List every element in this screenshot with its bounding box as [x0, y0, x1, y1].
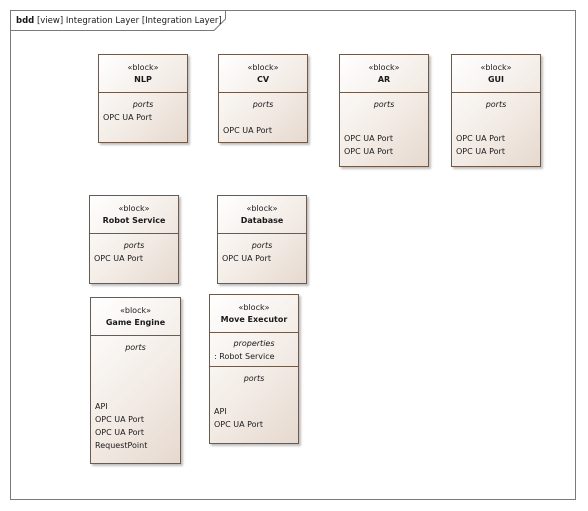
port-item: API: [214, 407, 227, 416]
block-stereotype: «block»: [480, 63, 512, 72]
port-item: OPC UA Port: [456, 147, 505, 156]
block-name: Robot Service: [102, 216, 166, 225]
block-name: CV: [256, 75, 270, 84]
ports-label: ports: [132, 100, 154, 109]
ports-compartment: ports OPC UA Port: [219, 93, 307, 141]
port-item: RequestPoint: [95, 441, 148, 450]
block-stereotype: «block»: [368, 63, 400, 72]
port-item: OPC UA Port: [222, 254, 271, 263]
port-item: OPC UA Port: [344, 147, 393, 156]
port-item: OPC UA Port: [456, 134, 505, 143]
diagram-name: [view] Integration Layer [Integration La…: [34, 16, 222, 26]
property-item: : Robot Service: [214, 352, 275, 361]
block-move-executor[interactable]: «block» Move Executor properties : Robot…: [209, 294, 299, 444]
ports-label: ports: [251, 241, 273, 250]
ports-compartment: ports API OPC UA Port: [210, 367, 298, 435]
ports-compartment: ports OPC UA Port: [99, 93, 187, 128]
diagram-title: bdd [view] Integration Layer [Integratio…: [16, 15, 222, 27]
block-robot-service[interactable]: «block» Robot Service ports OPC UA Port: [89, 195, 179, 284]
port-item: OPC UA Port: [214, 420, 263, 429]
ports-compartment: ports API OPC UA Port OPC UA Port Reques…: [91, 336, 180, 456]
block-name: Game Engine: [105, 318, 166, 327]
block-gui[interactable]: «block» GUI ports OPC UA Port OPC UA Por…: [451, 54, 541, 167]
block-name: Database: [240, 216, 284, 225]
block-name: AR: [377, 75, 391, 84]
block-name: Move Executor: [220, 315, 288, 324]
ports-label: ports: [125, 343, 146, 352]
ports-label: ports: [252, 100, 274, 109]
port-item: OPC UA Port: [103, 113, 152, 122]
block-cv[interactable]: «block» CV ports OPC UA Port: [218, 54, 308, 143]
block-game-engine[interactable]: «block» Game Engine ports API OPC UA Por…: [90, 297, 181, 464]
block-stereotype: «block»: [247, 63, 279, 72]
properties-compartment: properties : Robot Service: [210, 333, 298, 367]
block-stereotype: «block»: [238, 303, 270, 312]
block-database[interactable]: «block» Database ports OPC UA Port: [217, 195, 307, 284]
block-header: «block» AR: [340, 55, 428, 93]
block-header: «block» GUI: [452, 55, 540, 93]
port-item: OPC UA Port: [344, 134, 393, 143]
block-nlp[interactable]: «block» NLP ports OPC UA Port: [98, 54, 188, 143]
ports-compartment: ports OPC UA Port OPC UA Port: [340, 93, 428, 162]
diagram-kind: bdd: [16, 16, 35, 26]
block-header: «block» Move Executor: [210, 295, 298, 333]
ports-label: ports: [485, 100, 507, 109]
ports-label: ports: [243, 374, 265, 383]
port-item: OPC UA Port: [95, 428, 144, 437]
block-header: «block» Database: [218, 196, 306, 234]
block-ar[interactable]: «block» AR ports OPC UA Port OPC UA Port: [339, 54, 429, 167]
port-item: OPC UA Port: [223, 126, 272, 135]
ports-compartment: ports OPC UA Port: [218, 234, 306, 269]
block-header: «block» Robot Service: [90, 196, 178, 234]
block-header: «block» CV: [219, 55, 307, 93]
block-stereotype: «block»: [127, 63, 159, 72]
port-item: API: [95, 402, 108, 411]
ports-compartment: ports OPC UA Port: [90, 234, 178, 269]
block-stereotype: «block»: [118, 204, 150, 213]
block-header: «block» NLP: [99, 55, 187, 93]
ports-compartment: ports OPC UA Port OPC UA Port: [452, 93, 540, 162]
ports-label: ports: [373, 100, 395, 109]
block-name: NLP: [134, 75, 152, 84]
ports-label: ports: [123, 241, 145, 250]
properties-label: properties: [233, 339, 275, 348]
port-item: OPC UA Port: [95, 415, 144, 424]
block-stereotype: «block»: [246, 204, 278, 213]
block-header: «block» Game Engine: [91, 298, 180, 336]
frame-title-tab: bdd [view] Integration Layer [Integratio…: [11, 11, 226, 31]
block-name: GUI: [487, 75, 505, 84]
port-item: OPC UA Port: [94, 254, 143, 263]
block-stereotype: «block»: [119, 306, 151, 315]
